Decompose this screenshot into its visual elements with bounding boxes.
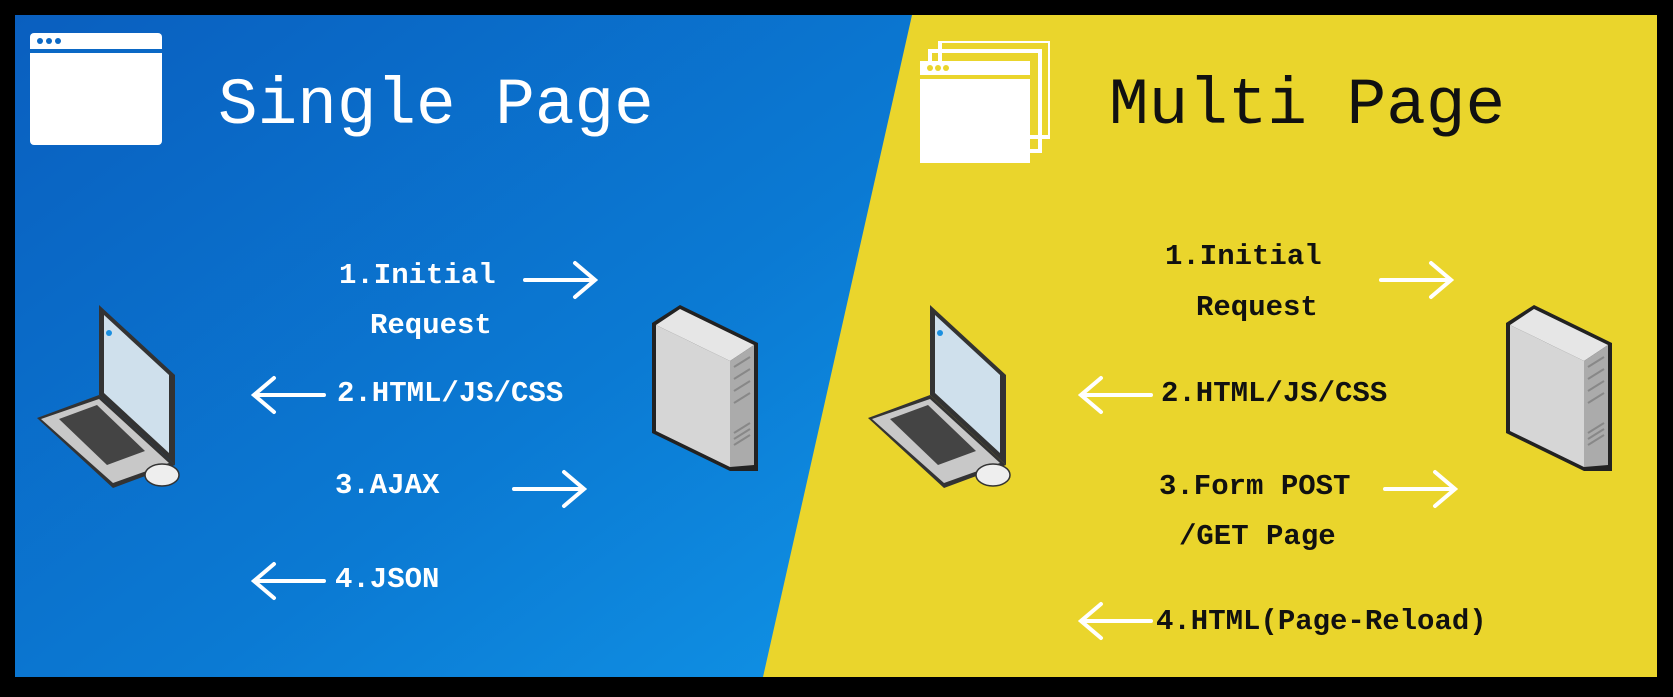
single-step1-label-line2: Request xyxy=(370,309,492,342)
single-step1-label: 1.Initial xyxy=(339,259,496,292)
arrow-right-icon xyxy=(512,469,587,509)
multi-step3-label-line2: /GET Page xyxy=(1179,520,1336,553)
arrow-left-icon xyxy=(1078,375,1153,415)
arrow-right-icon xyxy=(1379,260,1454,300)
arrow-left-icon xyxy=(251,561,326,601)
multi-page-title: Multi Page xyxy=(1109,68,1506,143)
arrow-right-icon xyxy=(523,260,598,300)
single-step2-label: 2.HTML/JS/CSS xyxy=(337,377,564,410)
single-page-background xyxy=(15,15,912,677)
arrow-left-icon xyxy=(1078,601,1153,641)
laptop-icon xyxy=(868,303,1013,488)
multi-step3-label: 3.Form POST xyxy=(1159,470,1351,503)
arrow-left-icon xyxy=(251,375,326,415)
multi-step2-label: 2.HTML/JS/CSS xyxy=(1161,377,1388,410)
stacked-browser-windows-icon xyxy=(920,41,1050,163)
diagram-panel: Single Page 1.Initial Request 2.HTML/JS/… xyxy=(15,15,1657,677)
multi-step1-label: 1.Initial xyxy=(1165,240,1322,273)
single-step4-label: 4.JSON xyxy=(335,563,440,596)
browser-window-icon xyxy=(30,33,162,145)
single-page-title: Single Page xyxy=(218,68,654,143)
background xyxy=(15,15,1657,677)
multi-step1-label-line2: Request xyxy=(1196,291,1318,324)
server-icon xyxy=(1504,303,1614,473)
server-icon xyxy=(650,303,760,473)
arrow-right-icon xyxy=(1383,469,1458,509)
single-step3-label: 3.AJAX xyxy=(335,469,440,502)
laptop-icon xyxy=(37,303,182,488)
multi-step4-label: 4.HTML(Page-Reload) xyxy=(1156,605,1487,638)
